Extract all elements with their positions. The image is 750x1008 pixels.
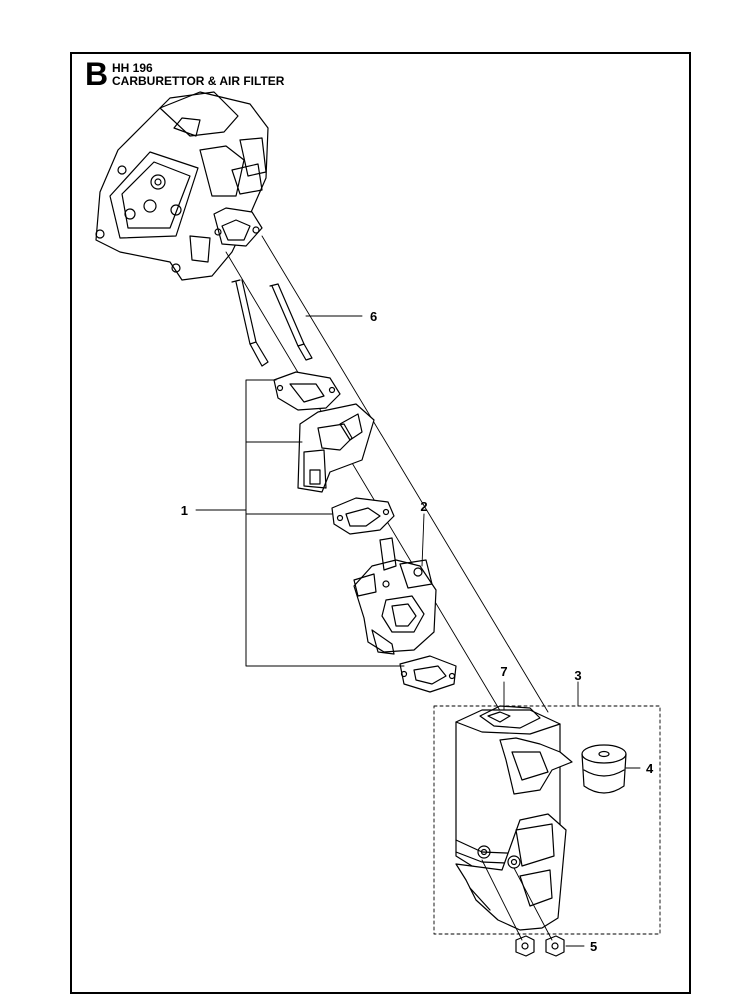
kit-bracket-1 [245,379,405,667]
gasket-middle [331,497,395,535]
callout-3: 3 [574,668,581,683]
section-title: CARBURETTOR & AIR FILTER [112,74,285,88]
cylinder-head [95,91,269,281]
studs [231,279,313,367]
air-filter-base [455,813,567,931]
nuts [481,859,565,957]
assembly-axis [225,235,549,745]
gasket-upper [273,371,341,411]
leader-lines [195,315,641,947]
gasket-lower [399,655,457,693]
carburettor [353,537,437,655]
callout-7: 7 [500,664,507,679]
callout-4: 4 [646,761,654,776]
callout-6: 6 [370,309,377,324]
diagram-frame [70,52,691,994]
insulator-block [297,403,375,493]
callout-5: 5 [590,939,597,954]
filter-element [581,744,627,794]
section-letter: B [85,56,109,92]
callout-2: 2 [420,499,427,514]
callout-1: 1 [181,503,188,518]
model-number: HH 196 [112,61,153,75]
kit-box-3 [433,705,661,935]
